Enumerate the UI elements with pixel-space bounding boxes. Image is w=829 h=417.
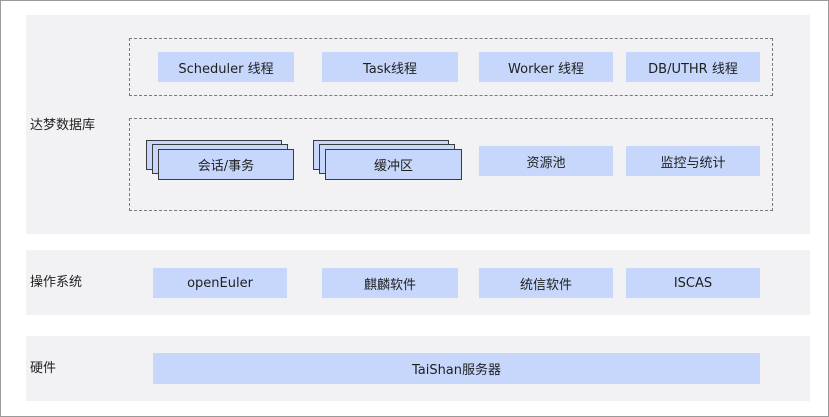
db-uthr-thread-box: DB/UTHR 线程 — [626, 52, 760, 82]
os-layer-label: 操作系统 — [30, 275, 83, 290]
scheduler-thread-box: Scheduler 线程 — [158, 52, 294, 82]
db-layer-label: 达梦数据库 — [30, 118, 96, 133]
buffer-box: 缓冲区 — [325, 149, 462, 180]
db-layer-panel — [26, 15, 810, 234]
task-thread-box: Task线程 — [322, 52, 458, 82]
taishan-server-box: TaiShan服务器 — [153, 353, 760, 384]
kylin-box: 麒麟软件 — [322, 268, 458, 298]
uniontech-box: 统信软件 — [479, 268, 613, 298]
iscas-box: ISCAS — [626, 268, 760, 298]
hardware-layer-label: 硬件 — [30, 361, 57, 376]
resource-pool-box: 资源池 — [479, 146, 613, 176]
component-group — [129, 118, 773, 211]
monitor-statistics-box: 监控与统计 — [626, 146, 760, 176]
session-transaction-box: 会话/事务 — [158, 149, 294, 180]
thread-group — [129, 38, 773, 96]
worker-thread-box: Worker 线程 — [479, 52, 613, 82]
openeuler-box: openEuler — [153, 268, 287, 298]
